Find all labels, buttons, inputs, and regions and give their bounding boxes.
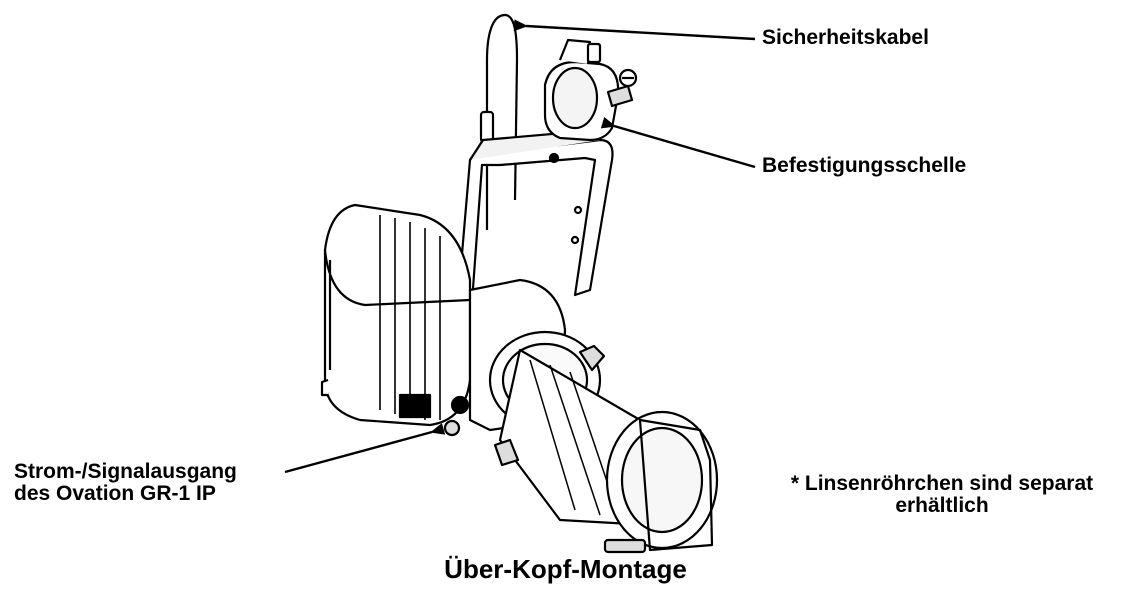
arrow-mounting-clamp [600, 116, 756, 169]
power-signal-label-line1: Strom-/Signalausgang [14, 460, 237, 483]
arrow-safety-cable [513, 19, 756, 41]
power-signal-label-line2: des Ovation GR-1 IP [14, 482, 216, 505]
figure-caption: Über-Kopf-Montage [444, 554, 687, 584]
lens-tube-note: * Linsenröhrchen sind separat erhältlich [757, 473, 1127, 517]
mounting-clamp [543, 38, 638, 142]
fixture-housing [320, 203, 472, 427]
arrow-power-signal [284, 423, 446, 474]
callout-arrows [284, 19, 756, 474]
lens-tube [443, 278, 719, 554]
safety-cable [479, 13, 519, 230]
power-signal-label: Strom-/Signalausgang des Ovation GR-1 IP [14, 461, 237, 505]
mounting-clamp-label: Befestigungsschelle [762, 154, 967, 177]
lens-tube-note-line2: erhältlich [895, 494, 989, 517]
safety-cable-label: Sicherheitskabel [762, 26, 929, 49]
lens-tube-note-line1: * Linsenröhrchen sind separat [790, 472, 1094, 495]
